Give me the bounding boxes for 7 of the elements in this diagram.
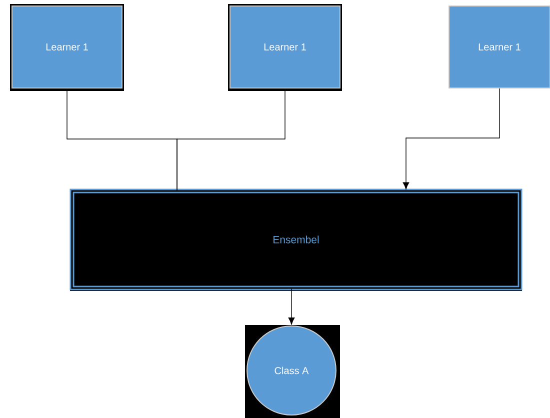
learner-box: Learner 1 bbox=[228, 4, 342, 91]
connector bbox=[176, 88, 286, 191]
ensemble-box: Ensembel bbox=[70, 188, 522, 291]
connector bbox=[402, 88, 500, 190]
learner-box: Learner 1 bbox=[10, 4, 124, 91]
learner-box: Learner 1 bbox=[448, 6, 550, 88]
connector bbox=[288, 288, 295, 325]
